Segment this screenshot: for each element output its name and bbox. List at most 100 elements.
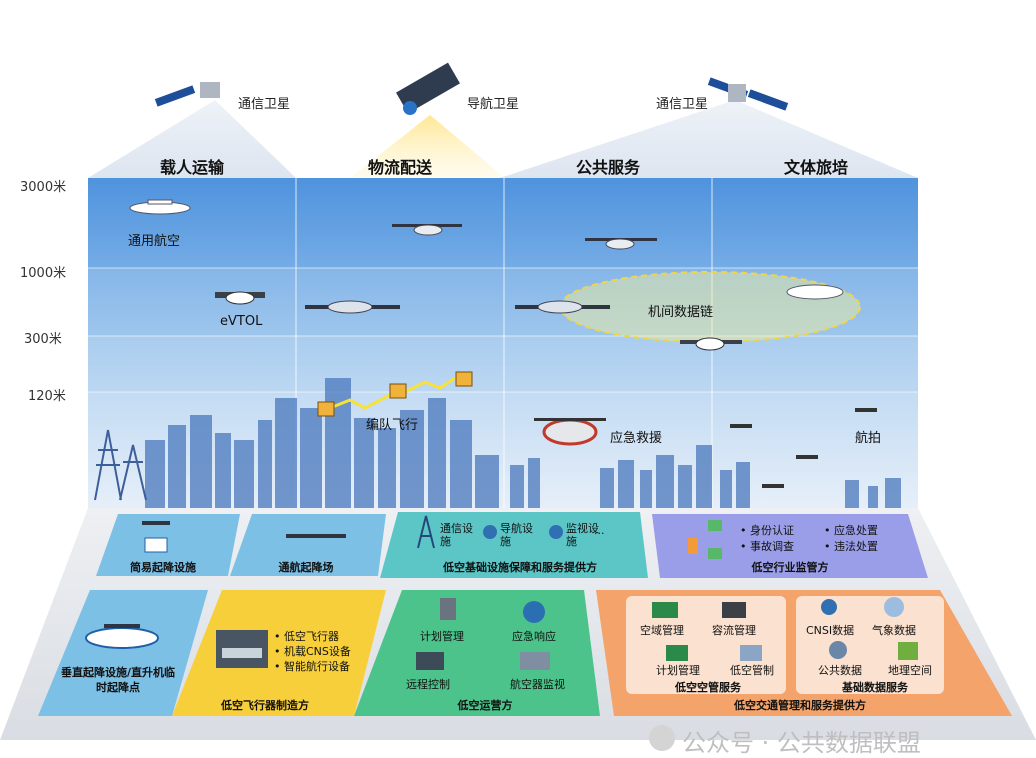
altitude-300: 300米 xyxy=(24,332,62,347)
atm-item-control: 低空管制 xyxy=(730,664,774,677)
watermark-text: 公众号 · 公共数据联盟 xyxy=(682,729,921,757)
tile-infra xyxy=(380,512,648,578)
column-title-logistics: 物流配送 xyxy=(367,158,432,177)
infra-item-surv: 监视设施 xyxy=(566,522,599,548)
tile-plane xyxy=(286,534,346,538)
cargo-plane-2 xyxy=(515,300,610,314)
altitude-1000: 1000米 xyxy=(20,266,67,281)
public-data-icon xyxy=(829,641,847,659)
datalink-ellipse xyxy=(559,271,861,343)
light-plane-right xyxy=(786,284,844,300)
tile-label-ga-airport: 通航起降场 xyxy=(278,561,334,574)
city-skyline xyxy=(145,378,901,508)
infra-more: ··· xyxy=(594,527,605,540)
reg-item-investigation: • 事故调查 xyxy=(740,540,794,553)
tile-label-manufacturer: 低空飞行器制造方 xyxy=(221,699,309,712)
drone-2 xyxy=(585,238,657,250)
data-item-cnsi: CNSI数据 xyxy=(806,624,855,637)
cnsi-icon xyxy=(821,599,837,615)
op-item-remote: 远程控制 xyxy=(406,678,450,691)
tile-label-operator: 低空运营方 xyxy=(457,699,513,712)
beam-nav xyxy=(350,115,505,178)
data-item-public: 公共数据 xyxy=(818,664,862,677)
data-box xyxy=(796,596,944,694)
column-title-passenger: 载人运输 xyxy=(159,158,224,177)
sat-label-nav: 导航卫星 xyxy=(467,97,520,112)
atm-item-plan: 计划管理 xyxy=(656,664,700,677)
beam-left xyxy=(88,100,296,178)
tile-label-regulator: 低空行业监管方 xyxy=(751,561,829,574)
remote-control-icon xyxy=(416,652,444,670)
tile-label-infra: 低空基础设施保障和服务提供方 xyxy=(443,561,597,574)
control-icon xyxy=(740,645,762,661)
rescue-helicopter xyxy=(534,418,606,446)
reg-item-violation: • 违法处置 xyxy=(824,540,878,553)
evtol-aircraft xyxy=(215,291,265,305)
tile-vertiport xyxy=(38,590,208,716)
monitor2-icon xyxy=(708,548,722,559)
reg-item-identity: • 身份认证 xyxy=(740,524,794,537)
infra-item-nav: 导航设施 xyxy=(500,522,533,548)
wechat-icon xyxy=(649,725,675,751)
atm-item-flow: 容流管理 xyxy=(712,624,756,637)
label-evtol: eVTOL xyxy=(220,314,263,329)
monitor-icon xyxy=(708,520,722,531)
drone-1 xyxy=(392,224,462,236)
op-item-surveillance: 航空器监视 xyxy=(510,678,565,691)
label-aerial-photo: 航拍 xyxy=(855,431,882,446)
reg-item-emergency: • 应急处置 xyxy=(824,524,878,537)
nav-dish-icon xyxy=(483,525,497,539)
weather-icon xyxy=(884,597,904,617)
tile-ga-airport xyxy=(230,514,386,576)
evtol-2 xyxy=(680,337,742,351)
label-rescue: 应急救援 xyxy=(610,431,663,446)
radar-dish-icon xyxy=(549,525,563,539)
surveillance-icon xyxy=(520,652,550,670)
network-icon xyxy=(523,601,545,623)
tower-icon xyxy=(417,515,435,549)
mfr-item-cns: • 机载CNS设备 xyxy=(274,645,351,658)
document-icon xyxy=(688,538,698,554)
data-box-title: 基础数据服务 xyxy=(842,681,908,694)
tile-drone xyxy=(142,521,170,525)
atm-box-title: 低空空管服务 xyxy=(675,681,741,694)
mfr-item-aircraft: • 低空飞行器 xyxy=(274,630,339,643)
tile-evtol xyxy=(104,624,140,628)
atm-box xyxy=(626,596,786,694)
geo-icon xyxy=(898,642,918,660)
column-title-culture: 文体旅培 xyxy=(783,158,848,177)
sat-label-right: 通信卫星 xyxy=(656,97,709,112)
atm-item-airspace: 空域管理 xyxy=(640,624,684,637)
comm-satellite-right-icon xyxy=(707,77,789,111)
tile-manufacturer xyxy=(172,590,386,716)
tile-label-simple-pad: 简易起降设施 xyxy=(130,561,196,574)
op-item-response: 应急响应 xyxy=(512,630,556,643)
tile-simple-pad xyxy=(96,514,240,576)
altitude-120: 120米 xyxy=(28,389,66,404)
comm-satellite-left-icon xyxy=(154,82,220,107)
photo-drones xyxy=(730,408,877,488)
airspace-map-icon xyxy=(652,602,678,618)
altitude-3000: 3000米 xyxy=(20,180,67,195)
formation-drones xyxy=(317,371,473,417)
tile-label-vertiport: 垂直起降设施/直升机临时起降点 xyxy=(60,666,176,694)
data-item-geo: 地理空间 xyxy=(888,664,932,677)
flow-monitor-icon xyxy=(722,602,746,618)
label-datalink: 机间数据链 xyxy=(648,305,714,320)
cargo-plane-1 xyxy=(305,300,400,314)
nav-satellite-icon xyxy=(396,62,460,115)
label-general-aviation: 通用航空 xyxy=(128,234,181,249)
power-pylons xyxy=(94,429,147,501)
tile-label-traffic: 低空交通管理和服务提供方 xyxy=(734,699,866,712)
op-item-plan: 计划管理 xyxy=(420,630,464,643)
column-title-public: 公共服务 xyxy=(575,158,640,177)
label-formation: 编队飞行 xyxy=(366,418,419,433)
sat-label-left: 通信卫星 xyxy=(238,97,291,112)
infra-item-comm: 通信设施 xyxy=(440,522,473,548)
beam-right xyxy=(500,100,918,178)
mfr-item-smart: • 智能航行设备 xyxy=(274,660,350,673)
plan-icon xyxy=(666,645,688,661)
data-item-weather: 气象数据 xyxy=(872,624,916,637)
general-aviation-plane xyxy=(129,199,191,215)
